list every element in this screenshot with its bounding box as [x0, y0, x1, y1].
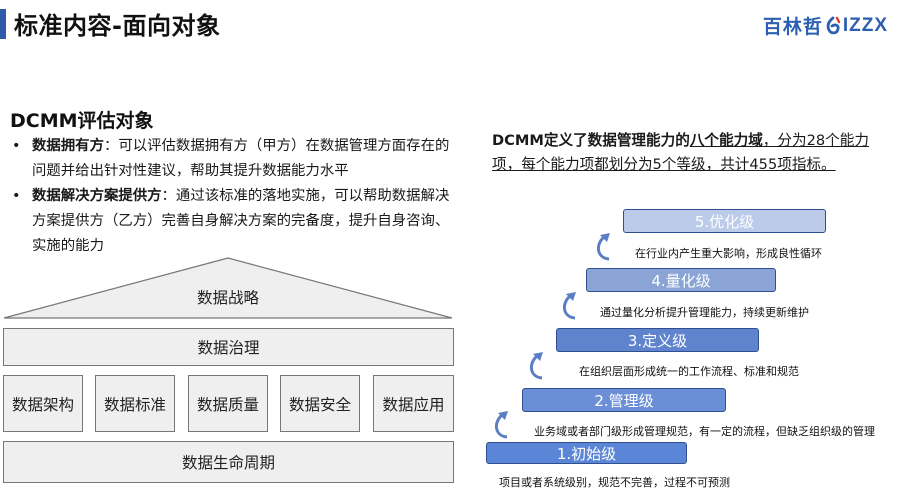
logo-mark-icon	[826, 16, 841, 34]
level-3-desc: 在组织层面形成统一的工作流程、标准和规范	[579, 365, 799, 378]
bullet-dot: •	[12, 138, 21, 154]
level-4-quantitative: 4.量化级	[586, 268, 776, 292]
pillar-security: 数据安全	[280, 375, 360, 432]
pillar-architecture: 数据架构	[3, 375, 83, 432]
bullet-title: 数据拥有方	[32, 138, 104, 154]
evaluation-target-list: • 数据拥有方：可以评估数据拥有方（甲方）在数据管理方面存在的问题并给出针对性建…	[10, 134, 454, 259]
desc-suffix: ，分为28个能力项，每个能力项都划分为5个等级，共计455项指标。	[492, 132, 869, 173]
pillar-application: 数据应用	[373, 375, 454, 432]
level-5-optimizing: 5.优化级	[623, 209, 826, 233]
lifecycle-box: 数据生命周期	[3, 441, 454, 483]
level-2-desc: 业务域或者部门级形成管理规范，有一定的流程，但缺乏组织级的管理	[534, 425, 875, 438]
level-1-initial: 1.初始级	[486, 442, 687, 464]
desc-prefix: DCMM定义了数据管理能力的	[492, 132, 690, 149]
page-title: 标准内容-面向对象	[14, 12, 221, 40]
bullet-data-owner: • 数据拥有方：可以评估数据拥有方（甲方）在数据管理方面存在的问题并给出针对性建…	[10, 134, 454, 184]
level-up-arrow-icon	[494, 411, 508, 439]
bullet-text: ：可以评估数据拥有方（甲方）在数据管理方面存在的问题并给出针对性建议，帮助其提升…	[32, 138, 450, 179]
section-title: DCMM评估对象	[10, 110, 154, 132]
level-1-desc: 项目或者系统级别，规范不完善，过程不可预测	[499, 476, 730, 489]
roof-label: 数据战略	[196, 289, 259, 307]
bullet-dot: •	[12, 188, 21, 204]
level-4-desc: 通过量化分析提升管理能力，持续更新维护	[600, 306, 809, 319]
bullet-solution-provider: • 数据解决方案提供方：通过该标准的落地实施，可以帮助数据解决方案提供方（乙方）…	[10, 184, 454, 259]
bullet-text: ：通过该标准的落地实施，可以帮助数据解决方案提供方（乙方）完善自身解决方案的完备…	[32, 188, 450, 254]
pillar-standard: 数据标准	[95, 375, 175, 432]
bullet-title: 数据解决方案提供方	[32, 188, 162, 204]
dcmm-description: DCMM定义了数据管理能力的八个能力域，分为28个能力项，每个能力项都划分为5个…	[492, 129, 896, 177]
strategy-roof	[3, 257, 453, 319]
level-up-arrow-icon	[529, 352, 543, 380]
logo-tail-text: IZZX	[842, 14, 888, 36]
level-5-desc: 在行业内产生重大影响，形成良性循环	[635, 247, 822, 260]
desc-highlight: 八个能力域	[689, 132, 763, 149]
governance-box: 数据治理	[3, 328, 454, 366]
level-up-arrow-icon	[562, 292, 576, 320]
brand-logo: 百林哲 IZZX	[763, 12, 888, 39]
pillar-quality: 数据质量	[188, 375, 268, 432]
level-up-arrow-icon	[596, 233, 610, 261]
level-2-managed: 2.管理级	[522, 388, 726, 412]
title-accent-bar	[0, 9, 6, 39]
level-3-defined: 3.定义级	[556, 328, 759, 352]
logo-text: 百林哲	[762, 16, 823, 38]
